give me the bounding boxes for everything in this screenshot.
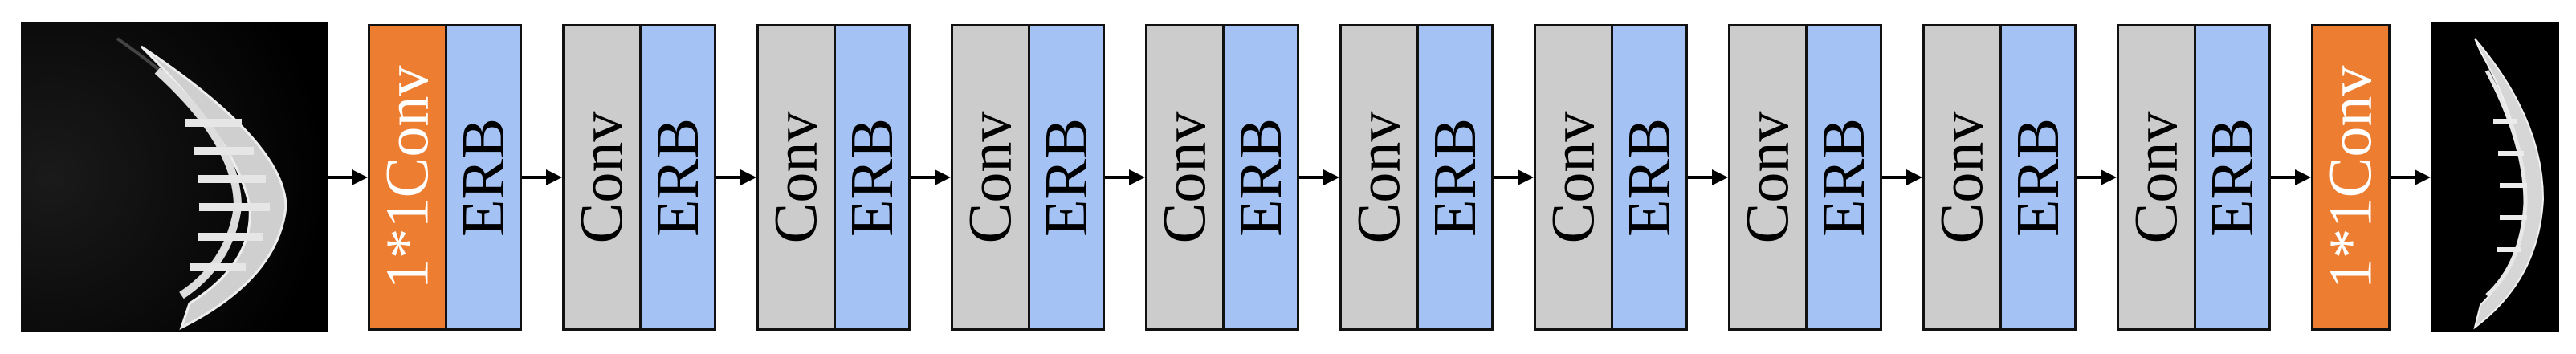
erb-label: ERB xyxy=(838,118,906,237)
output-ct-slice-icon xyxy=(2431,22,2559,332)
erb-block: ERB xyxy=(834,24,911,331)
head-conv1x1-block: 1*1Conv xyxy=(368,24,447,331)
tail-conv1x1-block: 1*1Conv xyxy=(2311,24,2391,331)
conv-label: Conv xyxy=(762,111,830,244)
erb-block: ERB xyxy=(1416,24,1494,331)
conv-block: Conv xyxy=(756,24,836,331)
erb-block: ERB xyxy=(639,24,716,331)
conv-block: Conv xyxy=(1145,24,1225,331)
flow-arrow xyxy=(2391,169,2431,185)
flow-arrow xyxy=(522,169,562,185)
conv-block: Conv xyxy=(1922,24,2002,331)
conv-block: Conv xyxy=(1339,24,1419,331)
erb-block: ERB xyxy=(445,24,522,331)
erb-label: ERB xyxy=(2004,118,2072,237)
erb-label: ERB xyxy=(2199,118,2266,237)
conv-label: Conv xyxy=(956,111,1025,244)
erb-block: ERB xyxy=(2194,24,2271,331)
flow-arrow xyxy=(2077,169,2117,185)
erb-label: ERB xyxy=(1033,118,1100,237)
erb-label: ERB xyxy=(450,118,517,237)
conv-label: Conv xyxy=(2122,111,2191,244)
flow-arrow xyxy=(716,169,756,185)
conv-label: Conv xyxy=(1928,111,1996,244)
flow-arrow xyxy=(1882,169,1922,185)
conv-label: Conv xyxy=(1734,111,1802,244)
conv-label: Conv xyxy=(1151,111,1219,244)
flow-arrow xyxy=(1299,169,1339,185)
erb-label: ERB xyxy=(1810,118,1877,237)
erb-label: ERB xyxy=(1616,118,1683,237)
erb-block: ERB xyxy=(1611,24,1688,331)
input-image xyxy=(21,22,328,332)
erb-label: ERB xyxy=(1227,118,1294,237)
conv-label: Conv xyxy=(568,111,636,244)
conv-label: Conv xyxy=(1539,111,1608,244)
conv-block: Conv xyxy=(1728,24,1808,331)
erb-label: ERB xyxy=(1421,118,1489,237)
conv-block: Conv xyxy=(951,24,1030,331)
tail-conv1x1-label: 1*1Conv xyxy=(2317,65,2385,290)
erb-block: ERB xyxy=(1805,24,1882,331)
head-conv1x1-label: 1*1Conv xyxy=(373,65,442,290)
output-image xyxy=(2431,22,2559,332)
flow-arrow xyxy=(1105,169,1145,185)
input-ct-slice-icon xyxy=(21,22,328,332)
flow-arrow xyxy=(2271,169,2311,185)
conv-label: Conv xyxy=(1345,111,1413,244)
erb-block: ERB xyxy=(1999,24,2077,331)
conv-block: Conv xyxy=(2117,24,2196,331)
conv-block: Conv xyxy=(562,24,642,331)
flow-arrow xyxy=(911,169,951,185)
conv-block: Conv xyxy=(1534,24,1613,331)
erb-block: ERB xyxy=(1028,24,1105,331)
flow-arrow xyxy=(1688,169,1728,185)
flow-arrow xyxy=(1494,169,1534,185)
flow-arrow xyxy=(328,169,368,185)
erb-label: ERB xyxy=(644,118,711,237)
erb-block: ERB xyxy=(1222,24,1299,331)
